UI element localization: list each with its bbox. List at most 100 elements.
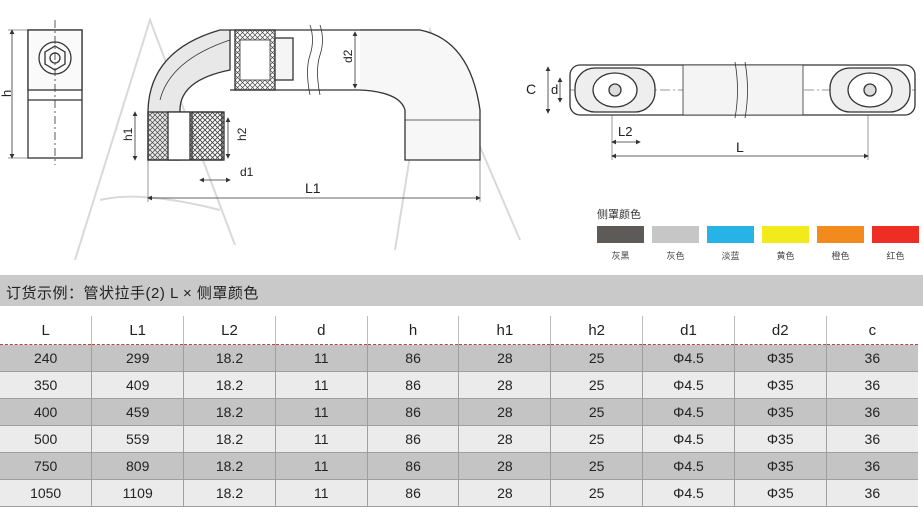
table-cell: Φ4.5	[642, 344, 735, 372]
table-cell: 28	[458, 452, 551, 480]
color-legend-title: 侧罩颜色	[597, 209, 641, 221]
table-cell: 86	[366, 344, 459, 372]
table-cell: 86	[366, 371, 459, 399]
header-L: L	[0, 316, 92, 345]
swatch-chip-3	[762, 226, 809, 243]
table-cell: Φ35	[733, 344, 827, 372]
label-h1: h1	[121, 127, 135, 141]
label-L2: L2	[618, 124, 632, 139]
label-C: C	[526, 81, 536, 97]
table-cell: Φ4.5	[642, 398, 735, 426]
table-header-row: L L1 L2 d h h1 h2 d1 d2 c	[0, 316, 918, 345]
table-cell: 18.2	[183, 452, 276, 480]
table-cell: Φ4.5	[642, 425, 735, 453]
table-cell: 36	[825, 452, 918, 480]
table-cell: 25	[550, 371, 643, 399]
swatch-chip-1	[652, 226, 699, 243]
table-cell: 86	[366, 479, 459, 507]
table-cell: 11	[274, 371, 368, 399]
table-cell: 28	[458, 398, 551, 426]
table-cell: 18.2	[183, 479, 276, 507]
table-cell: Φ35	[733, 479, 827, 507]
label-L1: L1	[305, 180, 321, 196]
table-cell: 36	[825, 371, 918, 399]
header-h: h	[366, 316, 459, 345]
swatch-chip-2	[707, 226, 754, 243]
table-cell: 25	[550, 398, 643, 426]
table-cell: 809	[91, 452, 184, 480]
table-cell: 409	[91, 371, 184, 399]
table-cell: 11	[274, 479, 368, 507]
table-cell: 459	[91, 398, 184, 426]
header-h2: h2	[550, 316, 643, 345]
table-cell: 240	[0, 344, 92, 372]
end-view	[8, 20, 83, 165]
label-L: L	[736, 139, 744, 155]
table-cell: 350	[0, 371, 92, 399]
header-d: d	[274, 316, 368, 345]
table-cell: 86	[366, 398, 459, 426]
handle-top-view	[545, 61, 916, 160]
swatch-label-0: 灰黑	[611, 251, 630, 261]
table-cell: 400	[0, 398, 92, 426]
swatch-label-4: 橙色	[831, 251, 850, 261]
swatch-label-5: 红色	[886, 251, 905, 261]
swatch-2: 淡蓝	[707, 226, 754, 262]
color-legend: 灰黑 灰色 淡蓝 黄色 橙色 红色	[597, 226, 919, 266]
table-cell: 11	[274, 425, 368, 453]
table-cell: 18.2	[183, 425, 276, 453]
table-cell: 28	[458, 344, 551, 372]
table-cell: Φ35	[733, 398, 827, 426]
swatch-3: 黄色	[762, 226, 809, 262]
swatch-0: 灰黑	[597, 226, 644, 262]
table-cell: 750	[0, 452, 92, 480]
table-cell: 28	[458, 371, 551, 399]
table-cell: Φ35	[733, 452, 827, 480]
table-cell: 299	[91, 344, 184, 372]
table-cell: 28	[458, 479, 551, 507]
label-d: d	[551, 82, 558, 97]
header-c: c	[825, 316, 918, 345]
swatch-label-2: 淡蓝	[721, 251, 740, 261]
swatch-label-1: 灰色	[666, 251, 685, 261]
swatch-4: 橙色	[817, 226, 864, 262]
table-cell: 86	[366, 425, 459, 453]
order-example-text: 订货示例：管状拉手(2) L × 侧罩颜色	[6, 285, 259, 302]
table-cell: 86	[366, 452, 459, 480]
table-cell: 36	[825, 398, 918, 426]
table-cell: 11	[274, 344, 368, 372]
table-cell: 25	[550, 479, 643, 507]
table-cell: 36	[825, 344, 918, 372]
label-h: h	[0, 90, 14, 97]
label-d2: d2	[341, 49, 355, 63]
table-cell: 500	[0, 425, 92, 453]
swatch-5: 红色	[872, 226, 919, 262]
label-h2: h2	[235, 127, 249, 141]
header-d2: d2	[733, 316, 827, 345]
swatch-chip-5	[872, 226, 919, 243]
table-cell: 18.2	[183, 344, 276, 372]
table-cell: 559	[91, 425, 184, 453]
swatch-label-3: 黄色	[776, 251, 795, 261]
table-cell: 25	[550, 452, 643, 480]
table-cell: Φ35	[733, 371, 827, 399]
table-cell: 18.2	[183, 371, 276, 399]
label-d1: d1	[240, 165, 254, 179]
table-cell: 25	[550, 425, 643, 453]
header-L2: L2	[183, 316, 276, 345]
technical-drawing: h h1 h2 d2 d1 L1	[0, 16, 916, 261]
order-example-bar: 订货示例：管状拉手(2) L × 侧罩颜色	[0, 275, 923, 306]
table-cell: 11	[274, 398, 368, 426]
table-cell: 36	[825, 425, 918, 453]
table-cell: 18.2	[183, 398, 276, 426]
header-h1: h1	[458, 316, 551, 345]
table-cell: 1050	[0, 479, 92, 507]
table-cell: Φ4.5	[642, 371, 735, 399]
header-L1: L1	[91, 316, 184, 345]
